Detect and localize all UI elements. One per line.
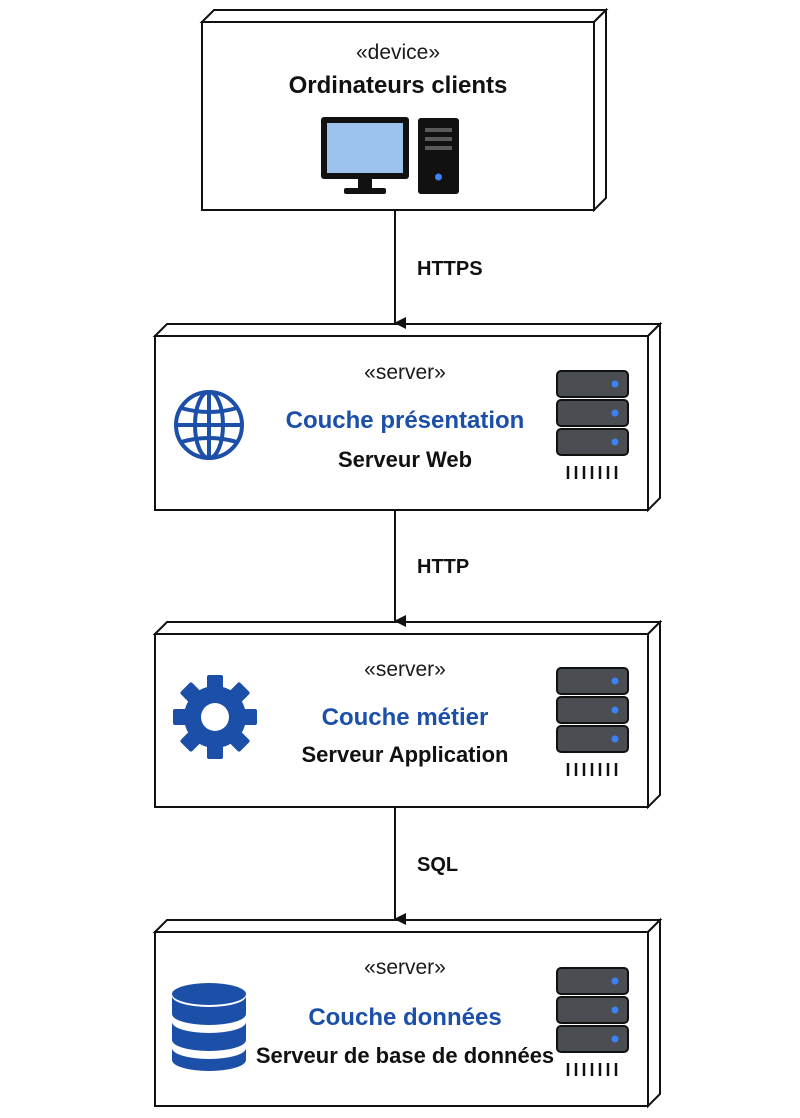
node-title: Couche présentation: [285, 407, 525, 434]
node-title: Couche métier: [321, 704, 489, 731]
node-stereotype: «server»: [364, 361, 446, 384]
node-title: Ordinateurs clients: [288, 72, 508, 99]
node-subtitle: Serveur de base de données: [255, 1043, 555, 1068]
node-client-computers: [199, 7, 609, 213]
server-rack-icon: [556, 667, 629, 776]
server-rack-icon: [556, 967, 629, 1076]
node-stereotype: «server»: [364, 658, 446, 681]
node-subtitle: Serveur Application: [301, 742, 509, 767]
connection-label-sql: SQL: [417, 854, 459, 876]
connection-label-http: HTTP: [417, 556, 470, 578]
node-stereotype: «server»: [364, 956, 446, 979]
node-subtitle: Serveur Web: [337, 447, 473, 472]
node-business-layer: [152, 619, 663, 810]
node-stereotype: «device»: [355, 41, 441, 64]
connection-label-https: HTTPS: [417, 258, 483, 280]
server-rack-icon: [556, 370, 629, 479]
globe-icon: [174, 390, 244, 460]
node-data-layer: [152, 917, 663, 1109]
database-icon: [172, 983, 246, 1071]
node-title: Couche données: [308, 1004, 502, 1031]
gear-icon: [173, 675, 257, 759]
desktop-computer-icon: [321, 117, 459, 194]
node-presentation-layer: [152, 321, 663, 513]
